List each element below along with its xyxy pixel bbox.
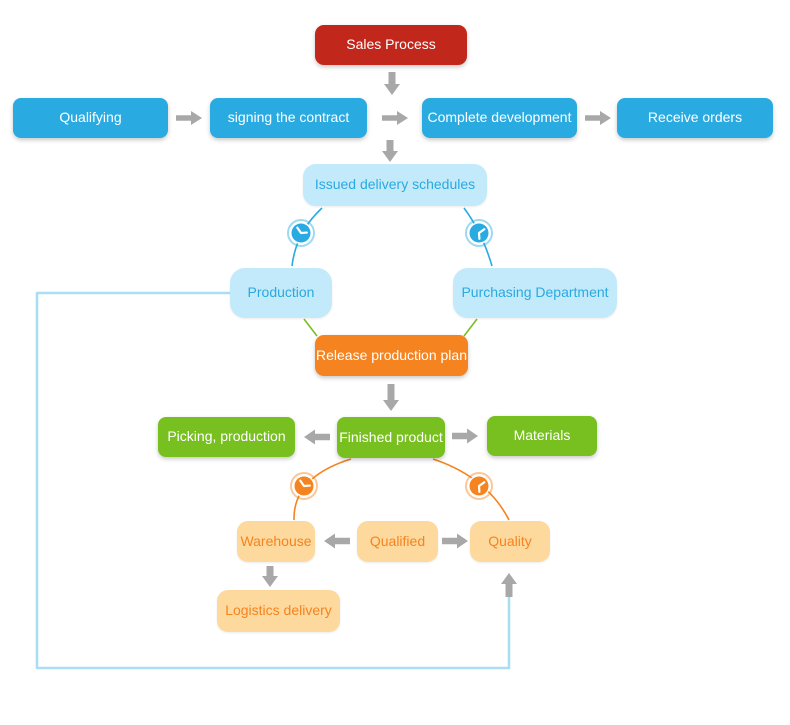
node-issued-delivery-schedules: Issued delivery schedules	[303, 164, 487, 206]
arrow-right-signing-complete	[382, 111, 408, 125]
connector-purchasing-to-release	[463, 318, 478, 337]
node-logistics-delivery: Logistics delivery	[217, 590, 340, 632]
connector-production-to-release	[303, 318, 318, 337]
clock-icon	[464, 218, 494, 248]
arrow-down-release-finished	[383, 384, 399, 411]
arrow-down-sales	[384, 72, 400, 95]
node-purchasing-department: Purchasing Department	[453, 268, 617, 318]
node-warehouse: Warehouse	[237, 521, 315, 562]
node-release-production-plan: Release production plan	[315, 335, 468, 376]
clock-icon	[286, 218, 316, 248]
node-receive-orders: Receive orders	[617, 98, 773, 138]
arrow-down-warehouse-logistics	[262, 566, 278, 587]
node-qualifying: Qualifying	[13, 98, 168, 138]
arrow-left-qualified-warehouse	[324, 533, 350, 549]
node-finished-product: Finished product	[337, 417, 445, 458]
arrow-right-qualifying-signing	[176, 111, 202, 125]
arrow-left-finished-picking	[304, 429, 330, 445]
node-production: Production	[230, 268, 332, 318]
node-picking-production: Picking, production	[158, 417, 295, 457]
arrow-up-feedback-quality	[501, 573, 517, 597]
node-qualified: Qualified	[357, 521, 438, 562]
node-sales-process: Sales Process	[315, 25, 467, 65]
arrow-down-to-issued	[382, 140, 398, 162]
node-signing-the-contract: signing the contract	[210, 98, 367, 138]
arrow-right-finished-materials	[452, 428, 478, 444]
arrow-right-complete-receive	[585, 111, 611, 125]
node-quality: Quality	[470, 521, 550, 562]
feedback-loop-line	[35, 291, 511, 670]
clock-icon	[464, 471, 494, 501]
clock-icon	[289, 471, 319, 501]
arrow-right-qualified-quality	[442, 533, 468, 549]
node-complete-development: Complete development	[422, 98, 577, 138]
node-materials: Materials	[487, 416, 597, 456]
